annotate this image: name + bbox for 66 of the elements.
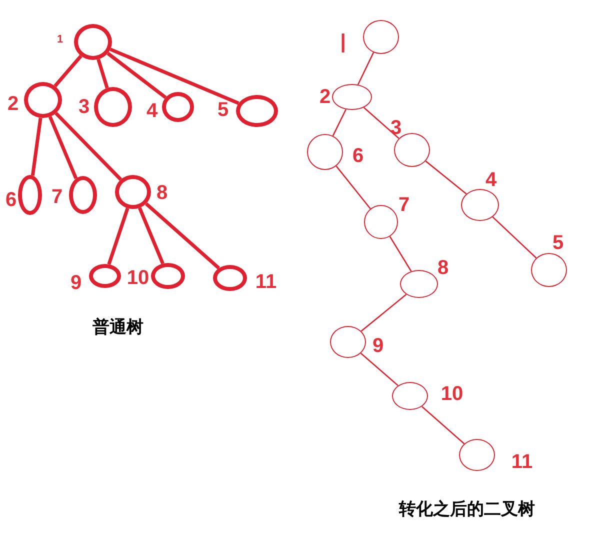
node-number: 10 (126, 268, 150, 288)
node-number: 8 (437, 258, 449, 278)
tree-node-circle (151, 263, 185, 289)
node-number: 1 (56, 34, 64, 46)
edge-line (360, 352, 398, 386)
node-number: 3 (78, 97, 90, 117)
tree-node-circle (74, 24, 112, 60)
edge-line (421, 406, 465, 444)
tree-node-circle (459, 439, 495, 471)
edge-line (357, 52, 374, 85)
tree-node-circle (89, 264, 121, 288)
node-number: 6 (352, 146, 364, 166)
node-number: 4 (485, 170, 497, 190)
tree-node-circle (531, 253, 567, 287)
node-number: 8 (156, 183, 168, 203)
tree-node-circle (24, 82, 62, 118)
edge-line (30, 118, 42, 176)
node-number: 2 (319, 87, 331, 107)
tree-caption: 转化之后的二叉树 (399, 500, 535, 518)
node-number: 9 (70, 273, 82, 293)
node-number: 5 (552, 233, 564, 253)
tree-node-circle (307, 134, 343, 170)
edge-line (425, 160, 467, 194)
edge-line (336, 166, 371, 210)
edge-line (54, 112, 122, 181)
edge-line (332, 109, 346, 136)
edge-line (106, 52, 167, 99)
node-number: 5 (217, 100, 229, 120)
tree-node-circle (94, 87, 132, 127)
tree-node-circle (330, 326, 366, 358)
tree-node-circle (400, 270, 438, 298)
node-number: | (340, 32, 346, 52)
tree-node-circle (332, 84, 372, 110)
edge-line (144, 202, 220, 270)
node-number: 11 (255, 272, 277, 292)
edge-line (492, 216, 537, 258)
node-number: 4 (146, 101, 158, 121)
tree-caption: 普通树 (92, 318, 144, 336)
node-number: 11 (511, 452, 533, 472)
tree-node-circle (236, 95, 278, 127)
edge-line (54, 54, 82, 88)
edge-line (48, 116, 78, 180)
edge-line (110, 48, 240, 105)
edge-line (360, 294, 407, 332)
node-number: 10 (440, 384, 464, 404)
tree-node-circle (392, 382, 428, 410)
node-number: 2 (7, 94, 19, 114)
tree-node-circle (18, 175, 42, 215)
tree-node-circle (213, 265, 247, 291)
tree-node-circle (69, 176, 97, 214)
node-number: 7 (398, 195, 410, 215)
node-number: 7 (51, 187, 63, 207)
tree-node-circle (394, 133, 430, 167)
tree-node-circle (461, 189, 499, 221)
edge-line (96, 58, 109, 88)
node-number: 9 (372, 336, 384, 356)
edge-line (363, 106, 400, 139)
edge-line (138, 207, 164, 264)
node-number: 6 (5, 190, 17, 210)
edge-line (107, 208, 130, 265)
tree-node-circle (364, 205, 398, 239)
tree-node-circle (363, 20, 399, 54)
edge-line (389, 236, 412, 272)
node-number: 3 (390, 118, 402, 138)
tree-node-circle (115, 175, 151, 209)
tree-node-circle (162, 92, 194, 122)
